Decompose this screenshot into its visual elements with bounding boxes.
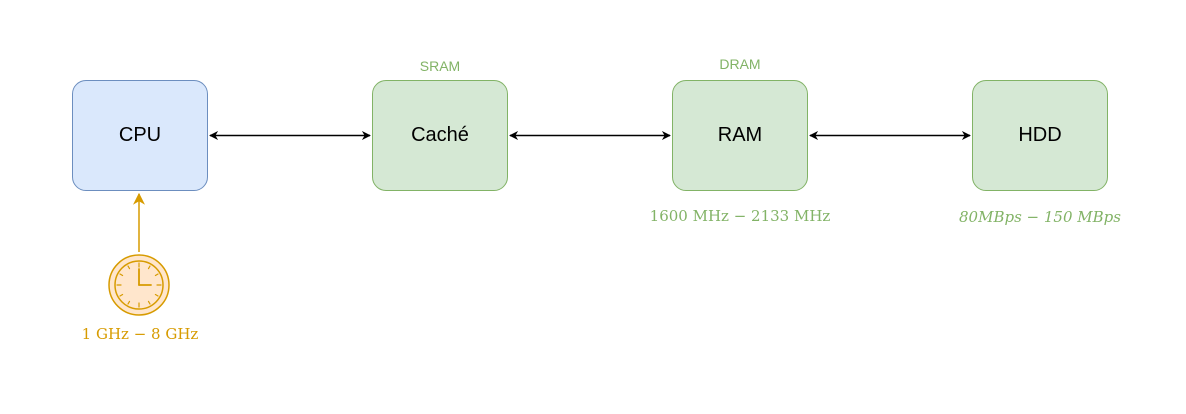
hdd-node: HDD xyxy=(972,80,1108,191)
ram-tech-label: DRAM xyxy=(719,56,761,72)
cache-tech-label: SRAM xyxy=(419,58,461,74)
ram-speed-label: 1600 MHz − 2133 MHz xyxy=(649,207,831,225)
cache-node: Caché xyxy=(372,80,508,191)
cpu-node: CPU xyxy=(72,80,208,191)
ram-label: RAM xyxy=(717,124,763,146)
hdd-speed-label: 80MBps − 150 MBps xyxy=(959,208,1121,226)
cpu-label: CPU xyxy=(118,124,162,146)
clock-icon xyxy=(106,252,172,318)
ram-node: RAM xyxy=(672,80,808,191)
clock-speed-label: 1 GHz − 8 GHz xyxy=(81,325,199,343)
cache-label: Caché xyxy=(411,124,469,146)
hdd-label: HDD xyxy=(1018,124,1062,146)
